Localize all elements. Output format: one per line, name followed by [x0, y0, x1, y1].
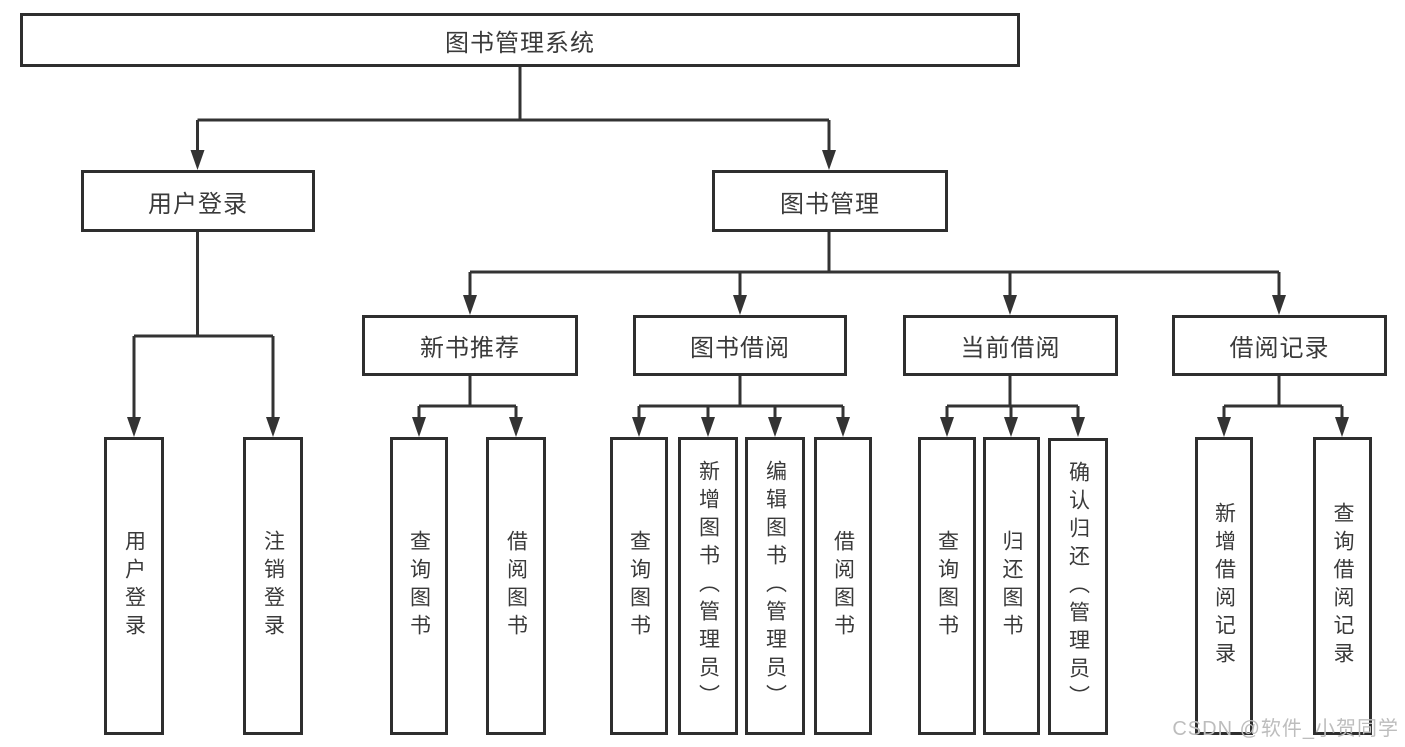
leaf-cb-query-books-label: 查询图书	[935, 530, 959, 642]
connector-root-to-level2	[196, 67, 831, 155]
leaf-bb-edit-books: 编辑图书（管理员）	[745, 437, 805, 735]
leaf-cb-query-books: 查询图书	[918, 437, 976, 735]
node-book-borrowing-label: 图书借阅	[690, 335, 790, 362]
arrowhead	[701, 417, 715, 437]
leaf-cb-confirm-return: 确认归还（管理员）	[1048, 438, 1108, 735]
node-borrowing-records-label: 借阅记录	[1229, 335, 1330, 362]
arrowhead	[1004, 417, 1018, 437]
arrowhead	[632, 417, 646, 437]
leaf-bb-edit-books-label: 编辑图书（管理员）	[763, 460, 787, 712]
leaf-br-query-record: 查询借阅记录	[1313, 437, 1372, 735]
connector-borrow-records-to-leaves	[1222, 376, 1344, 422]
arrowhead	[1217, 417, 1231, 437]
leaf-bb-query-books: 查询图书	[610, 437, 668, 735]
node-book-management: 图书管理	[712, 170, 948, 232]
node-user-login-label: 用户登录	[148, 190, 248, 218]
arrowhead	[940, 417, 954, 437]
leaf-cb-confirm-return-label: 确认归还（管理员）	[1066, 460, 1090, 713]
arrowhead	[190, 150, 205, 170]
node-book-borrowing: 图书借阅	[633, 315, 847, 376]
leaf-bb-borrow-books: 借阅图书	[814, 437, 872, 735]
connector-book-borrow-to-leaves	[637, 376, 845, 422]
leaf-bb-add-books: 新增图书（管理员）	[678, 437, 738, 735]
arrowhead	[1335, 417, 1349, 437]
arrowhead	[822, 150, 836, 170]
leaf-br-query-record-label: 查询借阅记录	[1331, 502, 1354, 670]
leaf-bb-borrow-books-label: 借阅图书	[831, 530, 855, 642]
node-root: 图书管理系统	[20, 13, 1020, 67]
leaf-br-add-record-label: 新增借阅记录	[1212, 502, 1236, 670]
connector-user-login-to-leaves	[132, 232, 275, 422]
watermark: CSDN @软件_小贺同学	[1172, 718, 1399, 740]
arrowhead	[1003, 295, 1017, 315]
arrowhead	[509, 417, 523, 437]
leaf-cb-return-books: 归还图书	[983, 437, 1040, 735]
node-current-borrowing-label: 当前借阅	[960, 335, 1061, 362]
leaf-user-login-label: 用户登录	[122, 530, 146, 642]
leaf-nbr-query-books: 查询图书	[390, 437, 448, 735]
connector-current-borrow-to-leaves	[945, 376, 1080, 422]
leaf-logout-label: 注销登录	[261, 530, 285, 642]
node-book-management-label: 图书管理	[780, 190, 880, 218]
node-current-borrowing: 当前借阅	[903, 315, 1118, 376]
arrowhead	[1071, 417, 1085, 437]
arrowhead	[733, 295, 747, 315]
leaf-nbr-borrow-books-label: 借阅图书	[504, 530, 528, 642]
leaf-user-login: 用户登录	[104, 437, 164, 735]
leaf-logout: 注销登录	[243, 437, 303, 735]
arrowhead	[836, 417, 850, 437]
leaf-br-add-record: 新增借阅记录	[1195, 437, 1253, 735]
node-user-login: 用户登录	[81, 170, 315, 232]
arrowhead	[768, 417, 782, 437]
node-root-label: 图书管理系统	[445, 29, 595, 57]
connector-book-mgmt-to-level3	[468, 232, 1281, 300]
arrowhead	[412, 417, 426, 437]
node-new-book-recommend-label: 新书推荐	[420, 335, 520, 362]
arrowhead	[463, 295, 477, 315]
connector-new-book-rec-to-leaves	[417, 376, 518, 422]
leaf-cb-return-books-label: 归还图书	[1000, 530, 1023, 642]
leaf-bb-query-books-label: 查询图书	[627, 530, 651, 642]
arrowhead	[1272, 295, 1286, 315]
leaf-nbr-query-books-label: 查询图书	[407, 530, 431, 642]
leaf-bb-add-books-label: 新增图书（管理员）	[696, 460, 720, 712]
arrowhead	[266, 417, 280, 437]
node-borrowing-records: 借阅记录	[1172, 315, 1387, 376]
arrowhead	[127, 417, 141, 437]
node-new-book-recommend: 新书推荐	[362, 315, 578, 376]
leaf-nbr-borrow-books: 借阅图书	[486, 437, 546, 735]
